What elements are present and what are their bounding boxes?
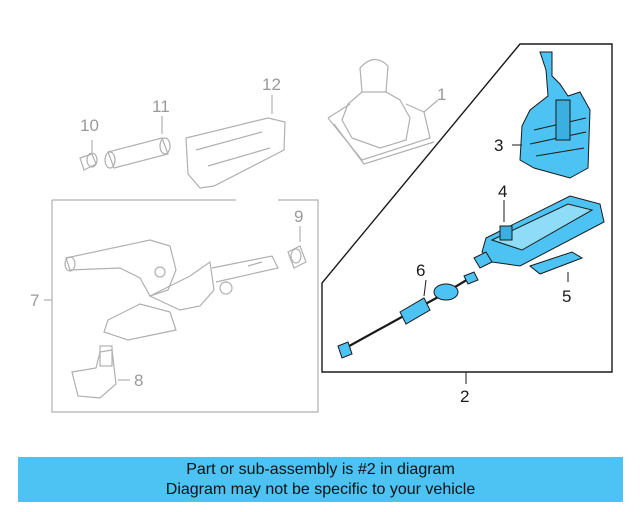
callout-10: 10 [80, 116, 99, 135]
part-1-knob-boot [327, 58, 439, 165]
part-12-handle [185, 95, 286, 189]
part-7-frame [44, 199, 319, 413]
callout-2: 2 [460, 387, 469, 406]
callout-7: 7 [30, 291, 39, 310]
callout-12: 12 [262, 75, 281, 94]
banner-line-2: Diagram may not be specific to your vehi… [165, 481, 476, 498]
callout-4: 4 [498, 182, 507, 201]
part-4-base-tray [473, 195, 605, 269]
part-5-pad [528, 251, 584, 282]
part-6-shift-cable [337, 271, 479, 359]
info-banner: Part or sub-assembly is #2 in diagram Di… [18, 457, 623, 502]
parts-diagram: 10 11 12 1 7 [30, 43, 613, 413]
callout-11: 11 [152, 97, 170, 116]
callout-1: 1 [437, 85, 446, 104]
callout-6: 6 [416, 261, 425, 280]
part-11-tube [104, 116, 171, 169]
callout-3: 3 [494, 136, 503, 155]
banner-line-1: Part or sub-assembly is #2 in diagram [186, 461, 455, 478]
callout-8: 8 [134, 371, 143, 390]
callout-9: 9 [294, 207, 303, 226]
part-10-cap [79, 140, 98, 171]
callout-5: 5 [562, 287, 571, 306]
part-7-brake-lever [64, 239, 279, 341]
part-3-shifter-housing [512, 51, 591, 179]
part-9-bushing [287, 226, 307, 269]
assembly-2-box [321, 43, 613, 373]
part-8-bracket [71, 345, 130, 399]
